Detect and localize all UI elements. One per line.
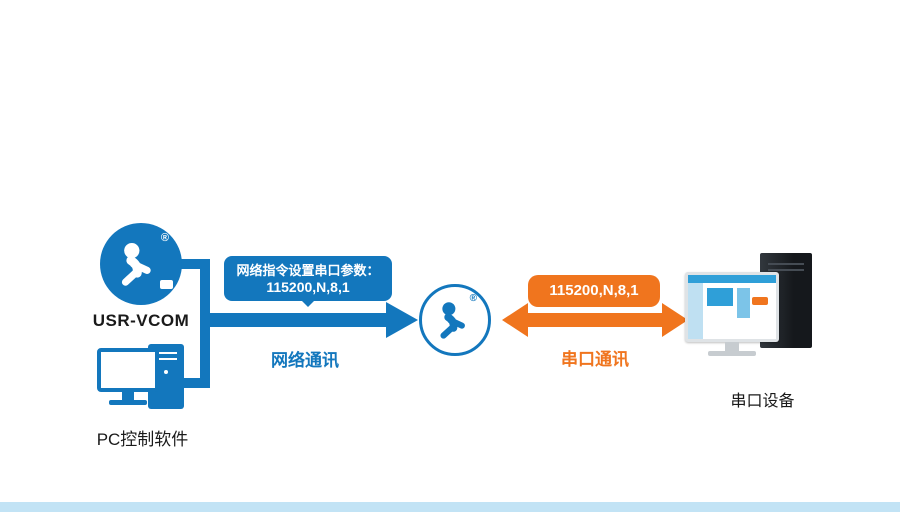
registered-mark: ® — [469, 293, 477, 304]
usr-vcom-logo: ® — [100, 223, 182, 305]
serial-params-badge: 115200,N,8,1 — [528, 275, 660, 307]
pc-monitor-base — [109, 400, 147, 405]
network-comm-label: 网络通讯 — [271, 351, 339, 370]
usr-mascot-icon — [432, 298, 478, 344]
screen-sidebar — [688, 283, 703, 339]
pc-monitor-stand — [122, 392, 134, 400]
screen-panel-block — [707, 288, 733, 306]
power-button-dot — [164, 370, 168, 374]
serial-connector-icon — [160, 280, 173, 289]
tower-groove-line — [768, 263, 804, 265]
device-monitor-icon — [685, 272, 779, 342]
callout-line2: 115200,N,8,1 — [266, 279, 350, 295]
footer-bar — [0, 502, 900, 512]
registered-mark: ® — [160, 232, 169, 244]
serial-arrow — [502, 303, 688, 337]
tower-groove-line — [768, 269, 804, 271]
serial-comm-label: 串口通讯 — [561, 350, 629, 369]
screen-panel-block — [737, 288, 750, 318]
usr-mascot-icon — [112, 238, 166, 292]
pc-monitor-icon — [97, 348, 159, 392]
drive-bay-line — [155, 358, 177, 360]
network-callout: 网络指令设置串口参数： 115200,N,8,1 — [224, 256, 392, 307]
serial-device-label: 串口设备 — [730, 393, 795, 410]
usr-vcom-label: USR-VCOM — [92, 311, 190, 330]
screen-titlebar — [688, 275, 776, 283]
pc-software-label: PC控制软件 — [96, 430, 189, 449]
drive-bay-line — [155, 352, 177, 354]
callout-line1: 网络指令设置串口参数： — [236, 263, 380, 278]
device-monitor-stand — [725, 342, 739, 352]
device-monitor-base — [708, 351, 756, 356]
gateway-node: ® — [419, 284, 491, 356]
screen-orange-mark — [752, 297, 768, 305]
device-screen — [688, 275, 776, 339]
